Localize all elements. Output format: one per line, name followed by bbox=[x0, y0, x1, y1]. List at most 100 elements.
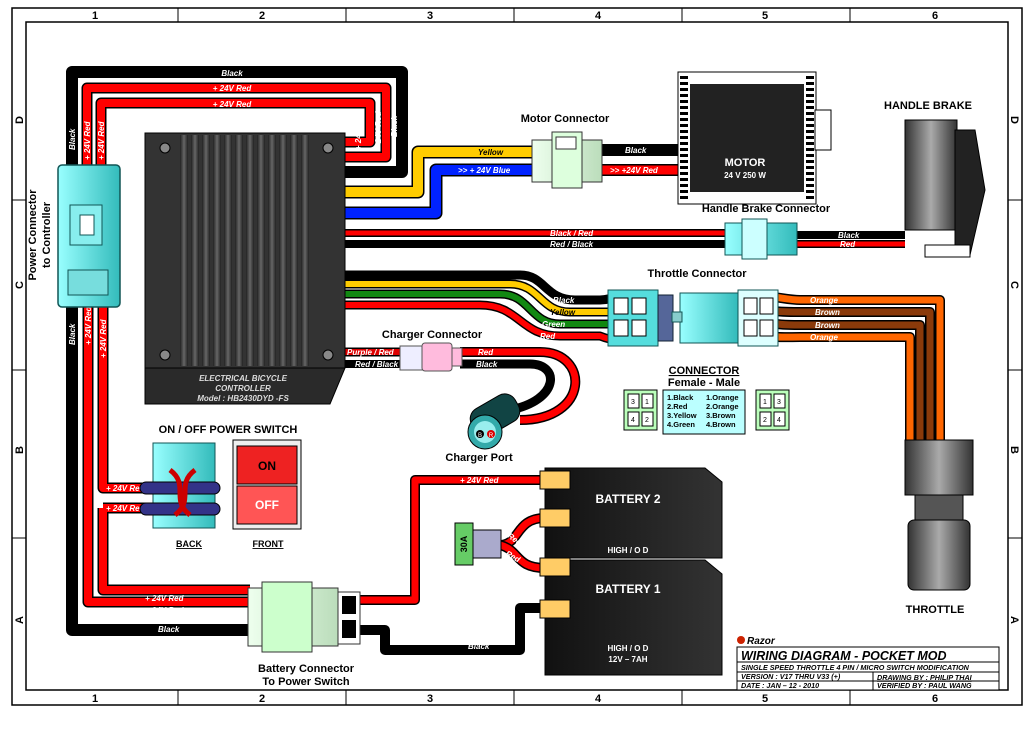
wire-red-left-outer bbox=[84, 305, 250, 606]
title-block: Razor WIRING DIAGRAM - POCKET MOD SINGLE… bbox=[736, 636, 1000, 691]
label-red-left: + 24V Red bbox=[83, 120, 92, 160]
wire-black-top bbox=[66, 66, 408, 178]
motor-fin bbox=[806, 142, 814, 145]
ruler-col-1: 1 bbox=[92, 10, 98, 22]
ruler-col-2: 2 bbox=[259, 10, 265, 22]
motor-fin bbox=[806, 100, 814, 103]
label-orange-2: Orange bbox=[810, 333, 839, 342]
label-blue: >> + 24V Blue bbox=[458, 166, 511, 175]
motor-fin bbox=[680, 136, 688, 139]
switch-front-label: FRONT bbox=[253, 539, 284, 549]
male-1: 1.Orange bbox=[706, 393, 739, 402]
female-4: 4.Green bbox=[667, 420, 695, 429]
throttle-connector-male[interactable] bbox=[671, 289, 779, 347]
ruler-col-6-bottom: 6 bbox=[932, 693, 938, 705]
motor-fin bbox=[806, 190, 814, 193]
motor-fin bbox=[680, 94, 688, 97]
label-red-lower: + 24V Red bbox=[84, 305, 93, 345]
battery-1-spec: HIGH / O D bbox=[608, 644, 649, 653]
charger-port[interactable]: B R bbox=[466, 390, 524, 450]
ruler-row-b-right: B bbox=[1008, 446, 1020, 454]
motor-fin bbox=[680, 124, 688, 127]
controller-line-1: ELECTRICAL BICYCLE bbox=[199, 374, 288, 383]
motor: MOTOR 24 V 250 W bbox=[677, 71, 832, 205]
heatsink-fin bbox=[202, 135, 210, 366]
ruler-col-3: 3 bbox=[427, 10, 433, 22]
handle-brake[interactable] bbox=[904, 119, 986, 258]
throttle-connector-female[interactable] bbox=[607, 289, 674, 347]
verified-by: VERIFIED BY : PAUL WANG bbox=[877, 681, 972, 690]
motor-fin bbox=[680, 130, 688, 133]
ruler-row-d: D bbox=[14, 116, 26, 124]
male-pin-1: 1 bbox=[763, 399, 767, 406]
label-brake-red: Red bbox=[840, 240, 856, 249]
date: DATE : JAN – 12 - 2010 bbox=[741, 681, 819, 690]
male-4: 4.Brown bbox=[706, 420, 736, 429]
battery-connector-label-1: Battery Connector bbox=[258, 663, 355, 675]
label-red-left-2: + 24V Red bbox=[97, 120, 106, 160]
ruler-col-5-bottom: 5 bbox=[762, 693, 768, 705]
motor-fin bbox=[806, 124, 814, 127]
label-black-bottom: Black bbox=[158, 625, 180, 634]
label-red-switch-1: + 24V Red bbox=[106, 484, 146, 493]
label-brown-2: Brown bbox=[815, 321, 840, 330]
ruler-col-6: 6 bbox=[932, 10, 938, 22]
motor-fin bbox=[680, 184, 688, 187]
version: VERSION : V17 THRU V33 (+) bbox=[741, 672, 841, 681]
power-switch-front[interactable]: ON OFF bbox=[232, 439, 302, 530]
motor-fin bbox=[806, 130, 814, 133]
controller-line-2: CONTROLLER bbox=[215, 384, 271, 393]
motor-connector[interactable] bbox=[531, 131, 603, 189]
switch-back-label: BACK bbox=[176, 539, 202, 549]
wires bbox=[66, 66, 945, 655]
motor-fin bbox=[806, 160, 814, 163]
ruler-row-b: B bbox=[14, 446, 26, 454]
title: WIRING DIAGRAM - POCKET MOD bbox=[741, 649, 947, 663]
ruler-col-1-bottom: 1 bbox=[92, 693, 98, 705]
motor-fin bbox=[806, 166, 814, 169]
motor-fin bbox=[806, 196, 814, 199]
motor-fin bbox=[806, 94, 814, 97]
motor-fin bbox=[806, 112, 814, 115]
label-throttle-red: Red bbox=[540, 332, 556, 341]
battery-1-capacity: 12V – 7AH bbox=[608, 655, 647, 664]
controller: ELECTRICAL BICYCLE CONTROLLER Model : HB… bbox=[144, 132, 346, 405]
label-black-left: Black bbox=[68, 128, 77, 150]
wire-red-left-inner bbox=[99, 305, 150, 492]
ruler-row-a-right: A bbox=[1008, 616, 1020, 624]
battery-2: BATTERY 2 HIGH / O D bbox=[544, 467, 723, 559]
charger-connector[interactable] bbox=[399, 342, 463, 372]
fuse[interactable]: 30A bbox=[454, 522, 502, 566]
wire-labels: Black + 24V Red + 24V Red Black + 24V Re… bbox=[68, 69, 860, 651]
battery-connector[interactable] bbox=[247, 581, 361, 653]
label-throttle-yellow: Yellow bbox=[550, 308, 576, 317]
female-3: 3.Yellow bbox=[667, 411, 697, 420]
motor-fin bbox=[680, 196, 688, 199]
motor-fin bbox=[680, 106, 688, 109]
power-connector[interactable] bbox=[57, 164, 121, 308]
label-battery-black: Black bbox=[468, 642, 490, 651]
wire-yellow-motor bbox=[345, 147, 535, 197]
motor-fin bbox=[806, 88, 814, 91]
switch-on-label: ON bbox=[258, 459, 276, 473]
label-red-right-1: + 24V Red bbox=[354, 110, 363, 150]
label-throttle-black: Black bbox=[553, 296, 575, 305]
legend-subtitle: Female - Male bbox=[668, 377, 740, 389]
heatsink-fin bbox=[213, 135, 221, 366]
fuse-label: 30A bbox=[459, 535, 469, 552]
label-motor-red: >> +24V Red bbox=[610, 166, 659, 175]
male-pin-3: 3 bbox=[777, 399, 781, 406]
motor-fin bbox=[680, 190, 688, 193]
heatsink-fin bbox=[279, 135, 287, 366]
heatsink-fin bbox=[290, 135, 298, 366]
motor-connector-label: Motor Connector bbox=[521, 113, 610, 125]
battery-2-spec: HIGH / O D bbox=[608, 546, 649, 555]
drawing-by: DRAWING BY : PHILIP THAI bbox=[877, 673, 973, 682]
label-red-switch-2: + 24V Red bbox=[106, 504, 146, 513]
charger-connector-label: Charger Connector bbox=[382, 329, 483, 341]
controller-model: Model : HB2430DYD -FS bbox=[197, 394, 289, 403]
power-connector-label-1: Power Connector bbox=[27, 189, 39, 281]
handle-brake-connector[interactable] bbox=[724, 218, 798, 260]
throttle[interactable] bbox=[904, 439, 974, 591]
power-switch-back bbox=[139, 442, 221, 529]
